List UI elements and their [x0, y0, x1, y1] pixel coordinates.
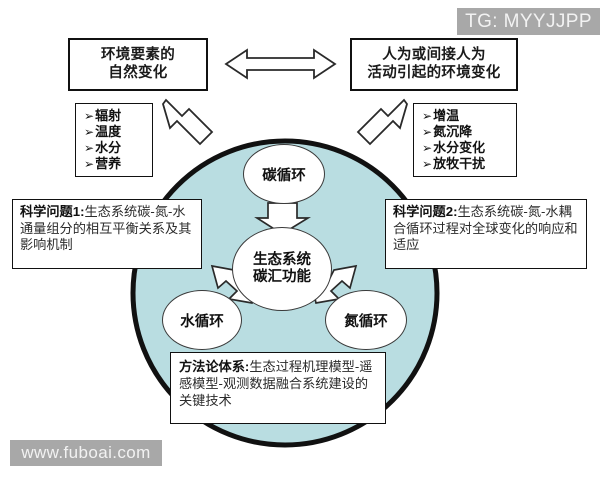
carbon-to-center-arrow-icon	[254, 202, 312, 236]
natural-change-box: 环境要素的 自然变化	[68, 38, 208, 91]
list-item-label: 辐射	[95, 108, 122, 124]
anthropogenic-drivers-list: ➢增温 ➢氮沉降 ➢水分变化 ➢放牧干扰	[413, 103, 517, 177]
bullet-icon: ➢	[84, 109, 95, 124]
list-item-label: 温度	[95, 124, 122, 140]
methodology-title: 方法论体系:	[179, 359, 250, 374]
science-question-1-body: 生态系统碳-氮-水通量组分的相互平衡关系及其影响机制	[20, 204, 192, 253]
bullet-icon: ➢	[84, 141, 95, 155]
methodology-box: 方法论体系:生态过程机理模型-遥感模型-观测数据融合系统建设的关键技术	[170, 352, 386, 424]
list-item: ➢增温	[422, 108, 510, 124]
natural-change-line-1: 环境要素的	[101, 47, 175, 64]
header-double-arrow-icon	[224, 48, 337, 80]
natural-change-line-2: 自然变化	[108, 64, 168, 81]
anthropogenic-change-box: 人为或间接人为 活动引起的环境变化	[350, 38, 518, 91]
bullet-icon: ➢	[422, 125, 433, 140]
list-item: ➢温度	[84, 124, 146, 140]
list-item-label: 增温	[433, 108, 460, 124]
science-question-1-title: 科学问题1:	[20, 204, 85, 219]
list-item: ➢水分	[84, 140, 146, 156]
nitrogen-cycle-label: 氮循环	[344, 313, 388, 330]
list-item: ➢营养	[84, 156, 146, 172]
water-cycle-label: 水循环	[180, 313, 224, 330]
list-item-label: 氮沉降	[433, 124, 473, 140]
right-driver-arrow-icon	[356, 98, 408, 146]
ecosystem-carbon-sink-line-2: 碳汇功能	[253, 269, 311, 285]
left-driver-arrow-icon	[162, 98, 214, 146]
watermark-telegram: TG: MYYJJPP	[457, 8, 600, 35]
carbon-cycle-label: 碳循环	[262, 167, 306, 184]
watermark-website: www.fuboai.com	[10, 440, 162, 466]
methodology-body: 生态过程机理模型-遥感模型-观测数据融合系统建设的关键技术	[179, 359, 373, 409]
carbon-cycle-node: 碳循环	[243, 144, 325, 204]
nitrogen-cycle-node: 氮循环	[325, 290, 407, 350]
anthropogenic-change-line-1: 人为或间接人为	[382, 47, 486, 64]
science-question-2-title: 科学问题2:	[393, 204, 458, 219]
ecosystem-carbon-sink-line-1: 生态系统	[253, 251, 311, 268]
list-item: ➢氮沉降	[422, 124, 510, 140]
science-question-1-box: 科学问题1:生态系统碳-氮-水通量组分的相互平衡关系及其影响机制	[12, 199, 202, 269]
list-item: ➢辐射	[84, 108, 146, 124]
bullet-icon: ➢	[422, 109, 433, 124]
list-item-label: 水分变化	[433, 140, 486, 155]
ecosystem-carbon-sink-node: 生态系统 碳汇功能	[232, 227, 332, 311]
bullet-icon: ➢	[84, 156, 95, 171]
list-item-label: 放牧干扰	[433, 155, 486, 171]
list-item-label: 营养	[95, 155, 122, 171]
bullet-icon: ➢	[84, 125, 95, 140]
water-cycle-node: 水循环	[162, 290, 242, 350]
anthropogenic-change-line-2: 活动引起的环境变化	[367, 64, 501, 81]
list-item: ➢放牧干扰	[422, 156, 510, 172]
bullet-icon: ➢	[422, 141, 433, 155]
science-question-2-body: 生态系统碳-氮-水耦合循环过程对全球变化的响应和适应	[393, 204, 578, 253]
science-question-2-box: 科学问题2:生态系统碳-氮-水耦合循环过程对全球变化的响应和适应	[385, 199, 587, 269]
list-item-label: 水分	[95, 140, 122, 155]
list-item: ➢水分变化	[422, 140, 510, 156]
natural-drivers-list: ➢辐射 ➢温度 ➢水分 ➢营养	[75, 103, 153, 177]
bullet-icon: ➢	[422, 156, 433, 171]
